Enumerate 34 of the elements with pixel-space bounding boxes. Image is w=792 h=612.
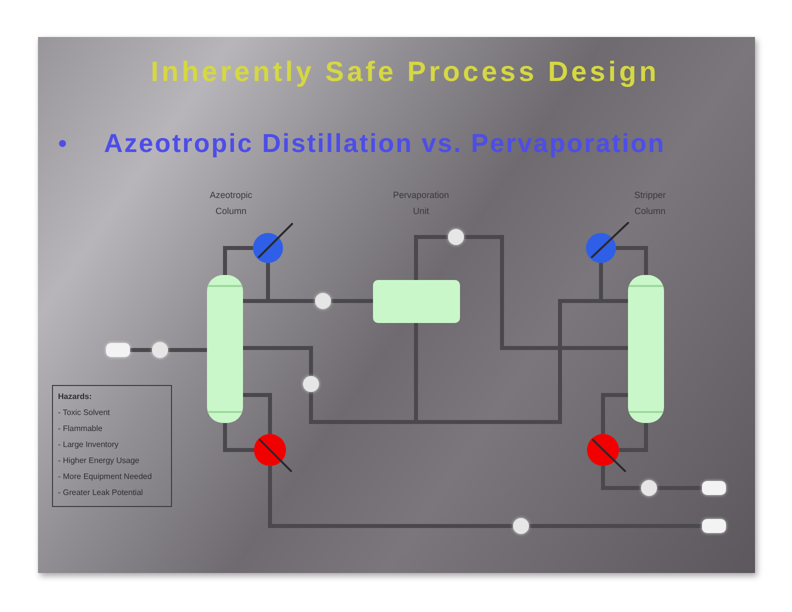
hazards-heading: Hazards: <box>58 391 92 403</box>
distillation-column <box>628 275 664 423</box>
distillation-column <box>207 275 243 423</box>
pipe-line <box>414 235 448 280</box>
pipe-line <box>168 348 207 352</box>
unit-label: Pervaporation Unit <box>392 189 450 218</box>
hazards-box <box>52 385 172 507</box>
pipe-line <box>601 466 641 490</box>
hazard-item: - Flammable <box>58 423 102 435</box>
pipe-line <box>464 235 628 350</box>
pipe-line <box>243 393 272 434</box>
pipe-line <box>331 299 373 303</box>
column-label: Azeotropic Column <box>208 189 254 218</box>
hazard-item: - Large Inventory <box>58 439 118 451</box>
stream-tag <box>702 519 726 533</box>
pipe-line <box>243 346 313 376</box>
pipe-line <box>223 423 254 452</box>
hazard-item: - Higher Energy Usage <box>58 455 140 467</box>
pipe-line <box>130 348 152 352</box>
column-label: Stripper Column <box>633 189 667 218</box>
hazard-item: - Greater Leak Potential <box>58 487 143 499</box>
slide-subtitle: Azeotropic Distillation vs. Pervaporation <box>104 127 666 160</box>
hazard-item: - Toxic Solvent <box>58 407 110 419</box>
stream-tag <box>106 343 130 357</box>
pipe-line <box>601 393 628 434</box>
stream-tag <box>702 481 726 495</box>
pipe-line <box>616 246 648 275</box>
pipe-line <box>268 466 513 528</box>
pipe-line <box>529 524 702 528</box>
slide-title: Inherently Safe Process Design <box>150 55 660 89</box>
hazard-item: - More Equipment Needed <box>58 471 152 483</box>
pipe-line <box>619 423 648 452</box>
pipe-line <box>223 246 253 275</box>
pervaporation-unit <box>373 280 460 323</box>
